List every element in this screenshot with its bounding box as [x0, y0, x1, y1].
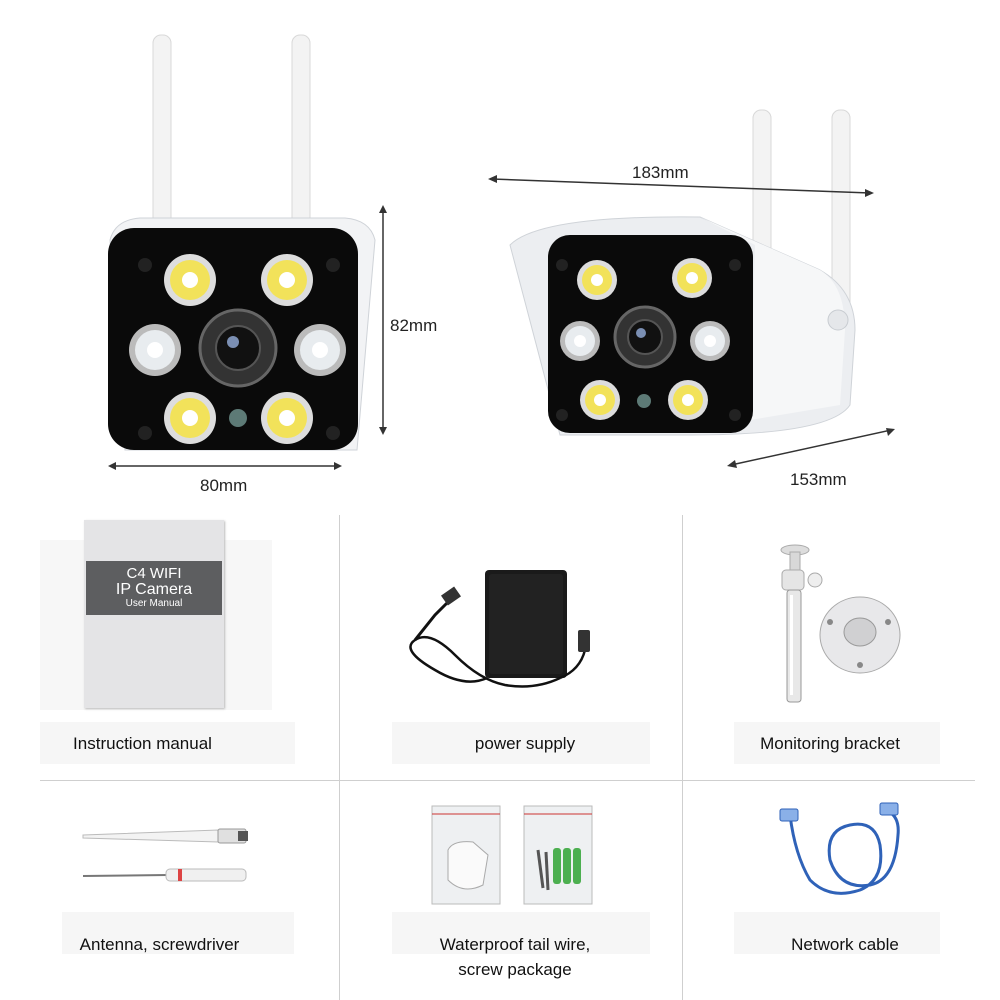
height-dimension-label: 82mm	[390, 316, 438, 335]
monitoring-bracket-image	[780, 544, 901, 703]
manual-title-line3: User Manual	[125, 598, 183, 609]
label-bg-5	[392, 912, 650, 954]
label-bg-1	[40, 722, 295, 764]
item-label-tail-wire-line1: Waterproof tail wire,	[439, 935, 591, 954]
height-dimension-line	[379, 205, 387, 435]
led-top-left	[164, 254, 216, 306]
tail-wire-screw-package-image	[431, 805, 593, 905]
manual-cover-band: C4 WIFI IP Camera User Manual	[86, 561, 222, 615]
item-label-antenna-screwdriver: Antenna, screwdriver	[79, 935, 240, 954]
item-label-instruction-manual: Instruction manual	[73, 734, 212, 753]
divider-vertical-2	[682, 515, 683, 1000]
label-bg-2	[392, 722, 650, 764]
power-supply-image	[409, 570, 590, 688]
network-cable-image	[779, 802, 900, 895]
length-dimension-line	[488, 175, 874, 197]
manual-booklet: C4 WIFI IP Camera User Manual	[84, 520, 224, 708]
item-label-network-cable: Network cable	[791, 935, 899, 954]
manual-title-line1: C4 WIFI	[126, 565, 182, 582]
label-bg-6	[734, 912, 940, 954]
divider-horizontal	[40, 780, 975, 781]
width-dimension-line	[108, 462, 342, 470]
label-bg-4	[62, 912, 294, 954]
depth-dimension-label: 153mm	[790, 470, 847, 489]
camera-front-view	[108, 34, 376, 451]
divider-vertical-1	[339, 515, 340, 1000]
label-bg-3	[734, 722, 940, 764]
item-label-tail-wire-line2: screw package	[458, 960, 572, 979]
width-dimension-label: 80mm	[200, 476, 248, 495]
item-label-monitoring-bracket: Monitoring bracket	[760, 734, 900, 753]
item-label-power-supply: power supply	[474, 734, 576, 753]
length-dimension-label: 183mm	[632, 163, 689, 182]
depth-dimension-line	[727, 428, 895, 468]
camera-side-view	[509, 109, 856, 436]
antenna-screwdriver-image	[82, 828, 248, 882]
manual-title-line2: IP Camera	[115, 581, 193, 598]
